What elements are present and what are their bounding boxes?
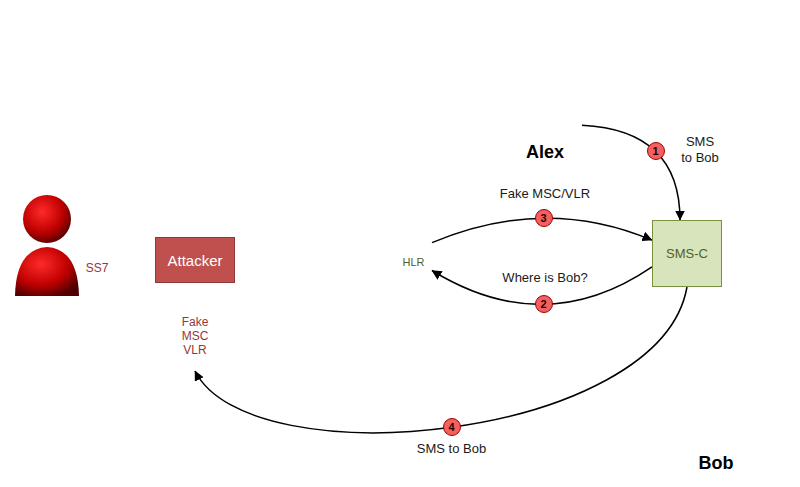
user-icon	[680, 335, 752, 425]
cloud-lobe	[435, 245, 545, 355]
callout-holder: 4	[443, 418, 461, 436]
cloud-outline	[0, 193, 273, 383]
callout-number: 3	[535, 209, 553, 227]
message-label: SMS to Bob	[417, 441, 486, 456]
callout-number: 1	[647, 142, 665, 160]
label-holder: Where is Bob?	[502, 270, 587, 285]
cloud-lobe	[25, 283, 115, 373]
message-arrow	[195, 287, 687, 433]
cloud-lobe	[5, 228, 115, 338]
text-holder: Alex	[526, 142, 564, 163]
triangle-outline	[149, 284, 241, 370]
user-phone-card: Bob	[680, 335, 752, 425]
callout-number: 4	[443, 418, 461, 436]
cloud-lobe	[5, 228, 115, 338]
person-body	[698, 393, 750, 424]
fake-node-triangle: Fake MSC VLR	[148, 283, 242, 371]
message-label: Fake MSC/VLR	[500, 186, 590, 201]
radio-tower	[518, 41, 536, 89]
callout-holder: 1	[647, 142, 665, 160]
phone-screen	[560, 102, 569, 110]
attacker-head	[23, 195, 71, 243]
smsc-box: SMS-C	[652, 220, 722, 287]
ss7-cloud: SS7 AttackerFake MSC VLR	[0, 188, 275, 378]
antenna	[702, 341, 705, 349]
text-holder: HLR	[402, 256, 424, 268]
text-holder: SS7	[86, 261, 109, 275]
callout-holder: 2	[535, 295, 553, 313]
message-arrow	[582, 125, 680, 220]
network-name: SS7	[86, 261, 109, 275]
tower-lattice	[518, 43, 536, 89]
cloud-lobe	[90, 283, 190, 383]
cell-area-square	[509, 36, 582, 130]
cloud-lobe	[397, 205, 487, 295]
person-body	[526, 93, 578, 129]
user-name: Alex	[526, 142, 564, 163]
box-label: Attacker	[167, 252, 222, 269]
cloud-outline	[397, 105, 764, 365]
text-holder: Bob	[699, 453, 734, 474]
cloud-lobe	[25, 283, 115, 373]
label-holder: SMS to Bob	[417, 441, 486, 456]
antenna	[521, 41, 524, 49]
cylinder-shape	[395, 224, 432, 286]
cloud-lobe	[0, 253, 70, 323]
user-icon	[508, 35, 582, 130]
message-label: Where is Bob?	[502, 270, 587, 285]
tower-lattice	[690, 343, 708, 389]
attacker-box: Attacker	[155, 237, 235, 283]
cloud-lobe	[500, 105, 620, 225]
cloud-fill	[0, 193, 273, 383]
user-name: Bob	[699, 453, 734, 474]
cloud-lobe	[0, 253, 70, 323]
cloud-lobe	[397, 205, 487, 295]
core-network-cloud	[397, 105, 764, 365]
cloud-lobe	[435, 245, 545, 355]
label-holder: SMS to Bob	[680, 134, 720, 166]
cloud-lobe	[90, 283, 190, 383]
attacker-figure	[12, 191, 82, 297]
cloud-lobe	[55, 193, 165, 303]
attacker-body	[15, 247, 79, 296]
cloud-lobe	[55, 193, 165, 303]
phone	[730, 399, 743, 421]
hlr-database: HLR	[395, 224, 432, 286]
database-label: HLR	[402, 256, 424, 268]
triangle-label: Fake MSC VLR	[175, 315, 215, 357]
text-holder: Fake MSC VLR	[175, 315, 215, 357]
box-label: SMS-C	[666, 246, 708, 261]
phone-screen	[732, 402, 741, 410]
message-label: SMS to Bob	[680, 134, 720, 166]
callout-holder: 3	[535, 209, 553, 227]
cloud-fill	[397, 105, 764, 365]
callout-number: 2	[535, 295, 553, 313]
antenna	[530, 41, 533, 49]
cloud-lobe	[160, 278, 260, 378]
person-head	[711, 362, 737, 388]
cylinder-top	[396, 225, 432, 236]
person-head	[539, 62, 565, 88]
cloud-lobe	[600, 115, 720, 235]
user-phone-card: Alex	[508, 35, 582, 130]
cell-area-square	[681, 336, 752, 425]
cloud-lobe	[160, 278, 260, 378]
cylinder-body	[396, 230, 432, 286]
phone	[558, 99, 571, 121]
radio-tower	[690, 341, 708, 389]
cloud-lobe	[600, 115, 720, 235]
cloud-shape	[0, 188, 275, 378]
cloud-lobe	[500, 105, 620, 225]
antenna	[693, 341, 696, 349]
label-holder: Fake MSC/VLR	[500, 186, 590, 201]
